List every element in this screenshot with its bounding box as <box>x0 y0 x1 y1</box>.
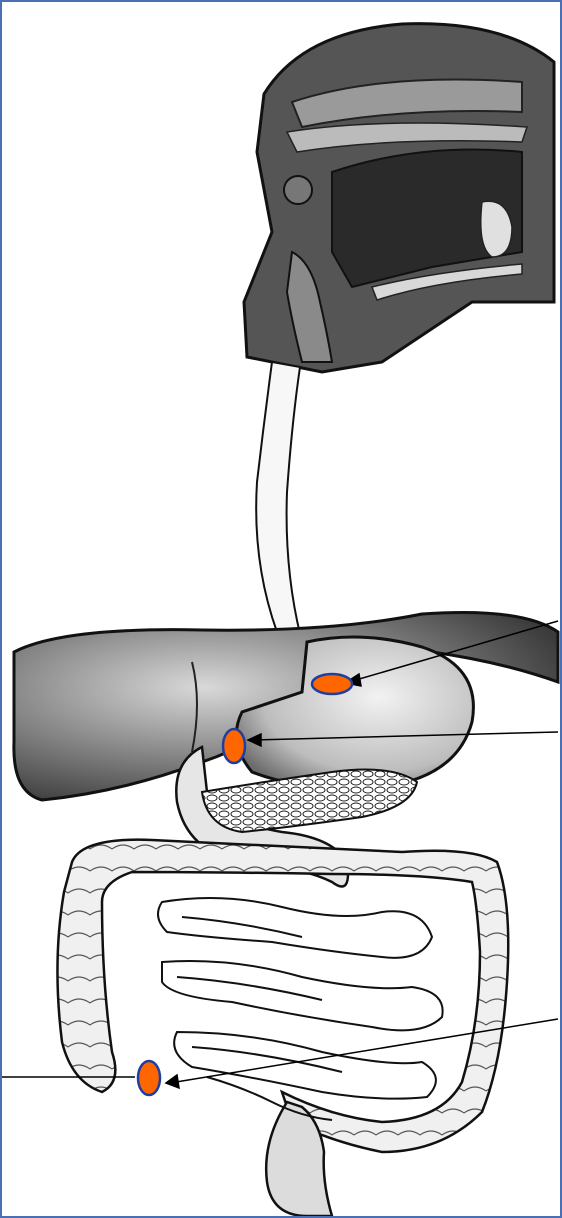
esophagus <box>256 362 302 642</box>
head-section <box>244 24 554 372</box>
small-intestine <box>158 898 443 1120</box>
pancreas <box>202 770 417 832</box>
marker-3[interactable] <box>138 1061 160 1095</box>
marker-2[interactable] <box>223 729 245 763</box>
marker-1[interactable] <box>312 674 352 694</box>
